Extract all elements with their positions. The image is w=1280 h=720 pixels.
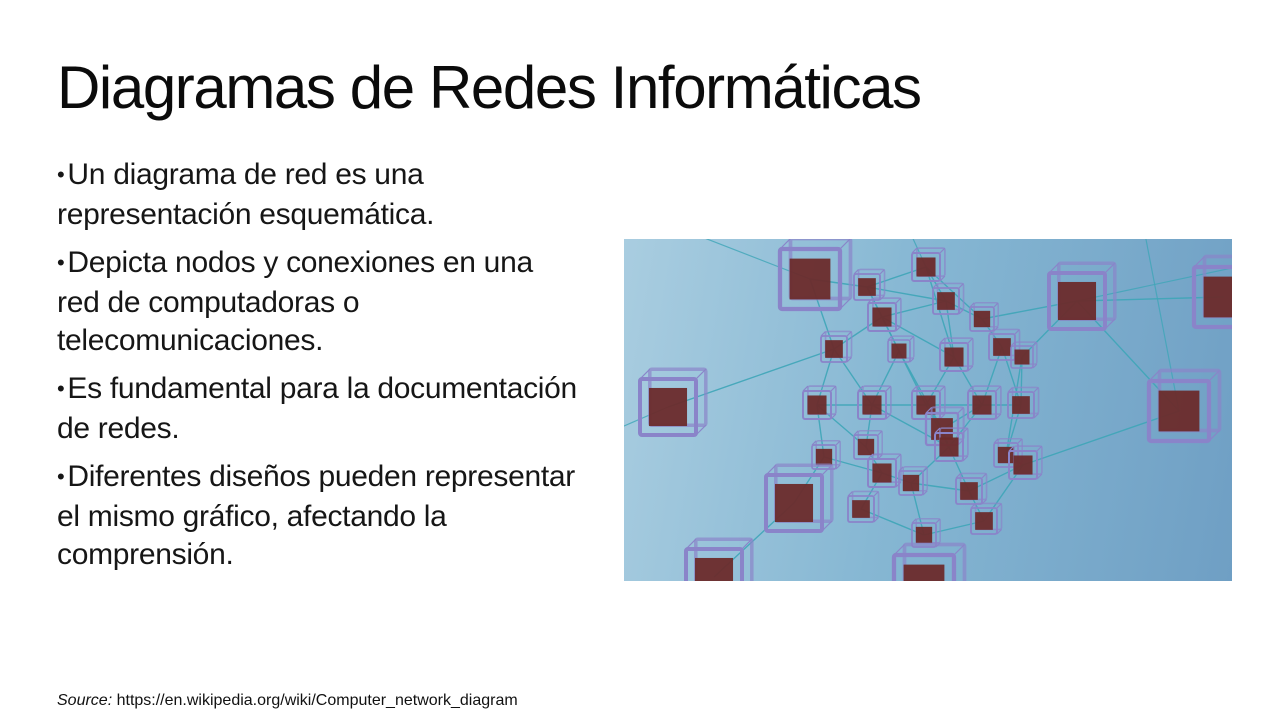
network-illustration [624, 239, 1232, 581]
network-nodes-illustration-icon [624, 239, 1232, 581]
bullet-item: •Diferentes diseños pueden representar e… [57, 458, 577, 574]
bullet-dot-icon: • [57, 464, 65, 489]
bullet-dot-icon: • [57, 250, 65, 275]
bullet-text: Es fundamental para la documentación de … [57, 372, 577, 445]
bullet-list: •Un diagrama de red es una representació… [57, 156, 577, 584]
source-url: https://en.wikipedia.org/wiki/Computer_n… [116, 692, 518, 709]
source-citation: Source: https://en.wikipedia.org/wiki/Co… [57, 690, 518, 712]
bullet-item: •Un diagrama de red es una representació… [57, 156, 577, 234]
bullet-dot-icon: • [57, 376, 65, 401]
bullet-text: Diferentes diseños pueden representar el… [57, 460, 575, 571]
bullet-item: •Depicta nodos y conexiones en una red d… [57, 244, 577, 360]
bullet-text: Depicta nodos y conexiones en una red de… [57, 246, 533, 357]
bullet-text: Un diagrama de red es una representación… [57, 158, 435, 231]
source-label: Source: [57, 692, 113, 709]
bullet-dot-icon: • [57, 162, 65, 187]
slide-title: Diagramas de Redes Informáticas [57, 54, 922, 121]
bullet-item: •Es fundamental para la documentación de… [57, 370, 577, 448]
